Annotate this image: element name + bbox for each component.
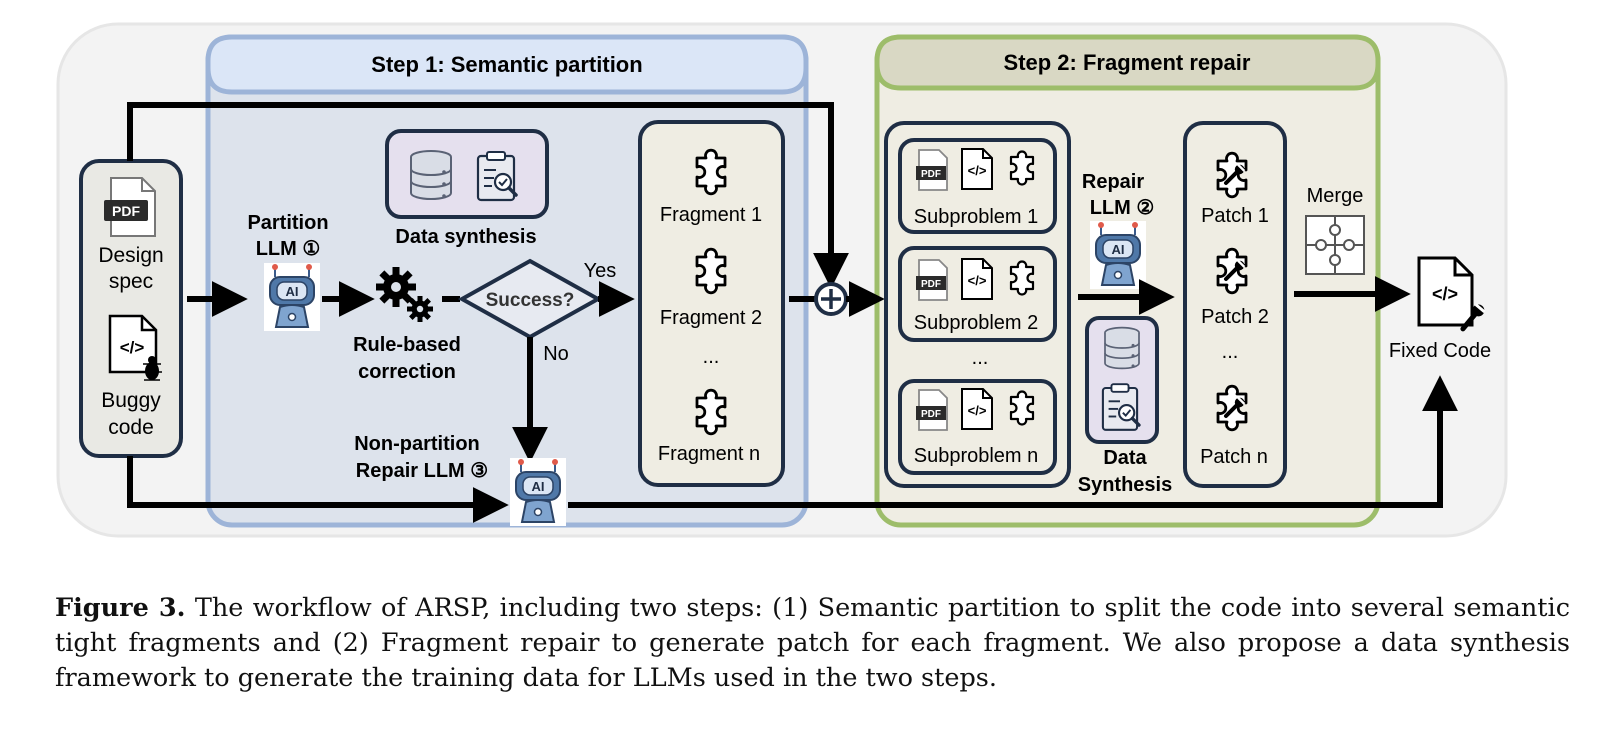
subproblem-2-label: Subproblem 2 <box>914 312 1039 334</box>
rule-based-line1: Rule-based <box>353 334 461 356</box>
patches-ellipsis: ... <box>1222 341 1239 363</box>
pdf-badge-label: PDF <box>112 203 140 219</box>
rule-based-line2: correction <box>358 361 456 383</box>
partition-robot-icon: AI <box>263 262 321 332</box>
step2-title: Step 2: Fragment repair <box>1004 50 1251 75</box>
partition-llm-line1: Partition <box>247 212 328 234</box>
data-synthesis-top-label: Data synthesis <box>395 226 536 248</box>
non-partition-robot-badge: AI <box>532 479 545 494</box>
svg-text:PDF: PDF <box>921 279 941 290</box>
subproblems-ellipsis: ... <box>972 347 989 369</box>
patch-2-label: Patch 2 <box>1201 306 1269 328</box>
step1-title: Step 1: Semantic partition <box>371 52 642 77</box>
patches-box: Patch 1 Patch 2 ... Patch n <box>1183 121 1287 488</box>
subproblem-2-code-icon <box>961 258 993 300</box>
svg-text:</>: </> <box>120 338 145 357</box>
repair-robot-icon: AI <box>1089 220 1147 290</box>
buggy-code-line1: Buggy <box>101 389 161 412</box>
fixed-code-label: Fixed Code <box>1389 340 1491 362</box>
subproblem-2-pdf-icon: PDF <box>915 259 948 301</box>
decision-yes-label: Yes <box>584 260 617 282</box>
clipboard-icon-bottom <box>1101 382 1141 432</box>
fragment-2-label: Fragment 2 <box>660 307 762 329</box>
patch-1-label: Patch 1 <box>1201 205 1269 227</box>
partition-llm-line2: LLM ① <box>256 238 321 260</box>
patch-n-label: Patch n <box>1200 446 1268 468</box>
data-synthesis-bottom-line1: Data <box>1103 447 1147 469</box>
data-synthesis-bottom-box <box>1085 316 1159 444</box>
repair-llm-line2: LLM ② <box>1090 197 1155 219</box>
design-spec-line2: spec <box>109 270 153 293</box>
gears-icon <box>376 267 433 322</box>
buggy-code-line2: code <box>108 416 154 439</box>
data-synthesis-top-box <box>385 129 549 219</box>
subproblems-box: PDF Subproblem 1 PDF Subproblem 2 ... PD… <box>884 121 1071 488</box>
fragments-box: Fragment 1 Fragment 2 ... Fragment n <box>638 120 785 487</box>
svg-text:</>: </> <box>1432 284 1458 304</box>
subproblem-1-pdf-icon: PDF <box>915 149 948 191</box>
clipboard-icon <box>476 150 518 202</box>
caption-label: Figure 3. <box>55 593 186 623</box>
decision-label: Success? <box>486 290 575 311</box>
database-icon-bottom <box>1104 326 1140 370</box>
nonpartition-to-fixed-arrow <box>568 375 1458 508</box>
fragment-1-label: Fragment 1 <box>660 204 762 226</box>
non-partition-line2: Repair LLM ③ <box>356 460 488 482</box>
pdf-file-icon: PDF <box>104 177 156 237</box>
subproblem-n-pdf-icon: PDF <box>915 389 948 431</box>
success-decision: Success? <box>457 258 603 340</box>
combine-plus-icon <box>814 282 848 316</box>
subproblem-2: PDF Subproblem 2 <box>898 246 1057 342</box>
subproblem-n-label: Subproblem n <box>914 445 1039 467</box>
design-spec-line1: Design <box>98 244 163 267</box>
figure-caption: Figure 3. The workflow of ARSP, includin… <box>55 591 1570 696</box>
subproblem-1: PDF Subproblem 1 <box>898 138 1057 234</box>
bypass-arrow-top <box>127 102 849 289</box>
workflow-diagram: </> Step 1: Semantic partition Step 2: F… <box>56 22 1508 538</box>
subproblem-1-label: Subproblem 1 <box>914 206 1039 228</box>
merge-puzzle-icon <box>1305 215 1365 275</box>
fragments-ellipsis: ... <box>703 346 720 368</box>
repair-llm-line1: Repair <box>1082 171 1144 193</box>
inputs-box: PDF Design spec </> Buggy code <box>79 159 183 458</box>
caption-text: The workflow of ARSP, including two step… <box>55 593 1570 693</box>
non-partition-line1: Non-partition <box>354 433 480 455</box>
merge-label: Merge <box>1307 185 1364 207</box>
decision-no-label: No <box>543 343 569 365</box>
subproblem-1-code-icon <box>961 148 993 190</box>
subproblem-n-code-icon <box>961 388 993 430</box>
partition-robot-badge: AI <box>286 284 299 299</box>
subproblem-n: PDF Subproblem n <box>898 379 1057 475</box>
data-synthesis-bottom-line2: Synthesis <box>1078 474 1172 496</box>
input-to-nonpartition-arrow <box>127 456 509 523</box>
buggy-code-icon: </> <box>108 314 162 381</box>
svg-text:PDF: PDF <box>921 169 941 180</box>
repair-robot-badge: AI <box>1112 242 1125 257</box>
database-icon <box>410 150 452 200</box>
svg-text:PDF: PDF <box>921 409 941 420</box>
non-partition-robot-icon: AI <box>509 457 567 527</box>
fixed-code-icon: </> <box>1417 256 1486 329</box>
fragment-n-label: Fragment n <box>658 443 760 465</box>
